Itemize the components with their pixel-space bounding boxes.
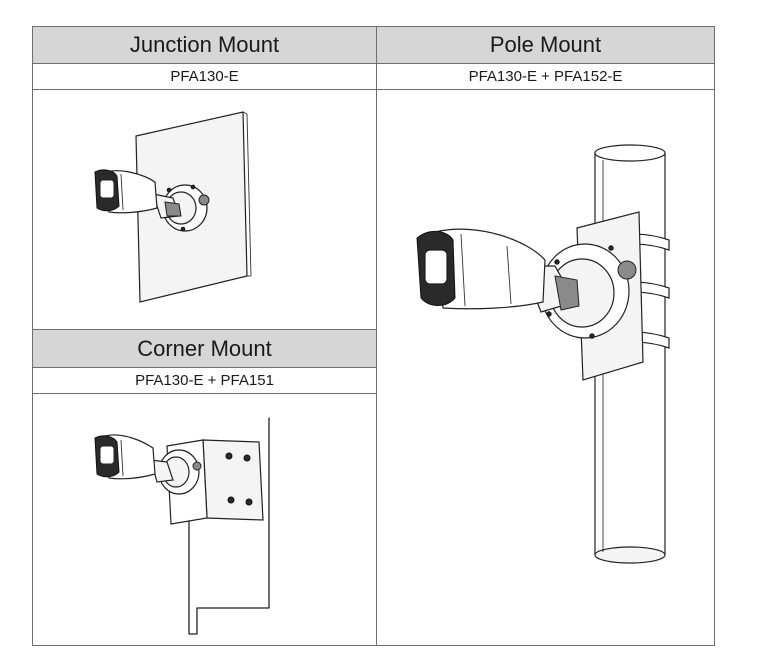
bullet-camera-corner-mount-icon <box>94 417 270 635</box>
mount-table: Junction Mount Pole Mount PFA130-E PFA13… <box>32 26 715 646</box>
pole-mount-model-row: PFA130-E + PFA152-E <box>376 63 715 90</box>
pole-mount-header: Pole Mount <box>376 26 715 64</box>
corner-mount-header: Corner Mount <box>32 329 377 368</box>
pole-mount-model: PFA130-E + PFA152-E <box>468 68 623 85</box>
corner-mount-model-row: PFA130-E + PFA151 <box>32 367 377 394</box>
junction-mount-header: Junction Mount <box>32 26 377 64</box>
junction-mount-model: PFA130-E <box>170 68 239 85</box>
corner-mount-model: PFA130-E + PFA151 <box>135 372 274 389</box>
bullet-camera-wall-junction-box-icon <box>94 111 252 303</box>
corner-mount-image-cell <box>32 393 377 646</box>
corner-mount-title: Corner Mount <box>137 335 272 361</box>
pole-mount-title: Pole Mount <box>489 32 602 57</box>
bullet-camera-pole-mount-icon <box>416 144 670 564</box>
junction-mount-title: Junction Mount <box>129 32 280 57</box>
junction-mount-model-row: PFA130-E <box>32 63 377 90</box>
pole-mount-image-cell <box>376 89 715 646</box>
junction-mount-image-cell <box>32 89 377 330</box>
